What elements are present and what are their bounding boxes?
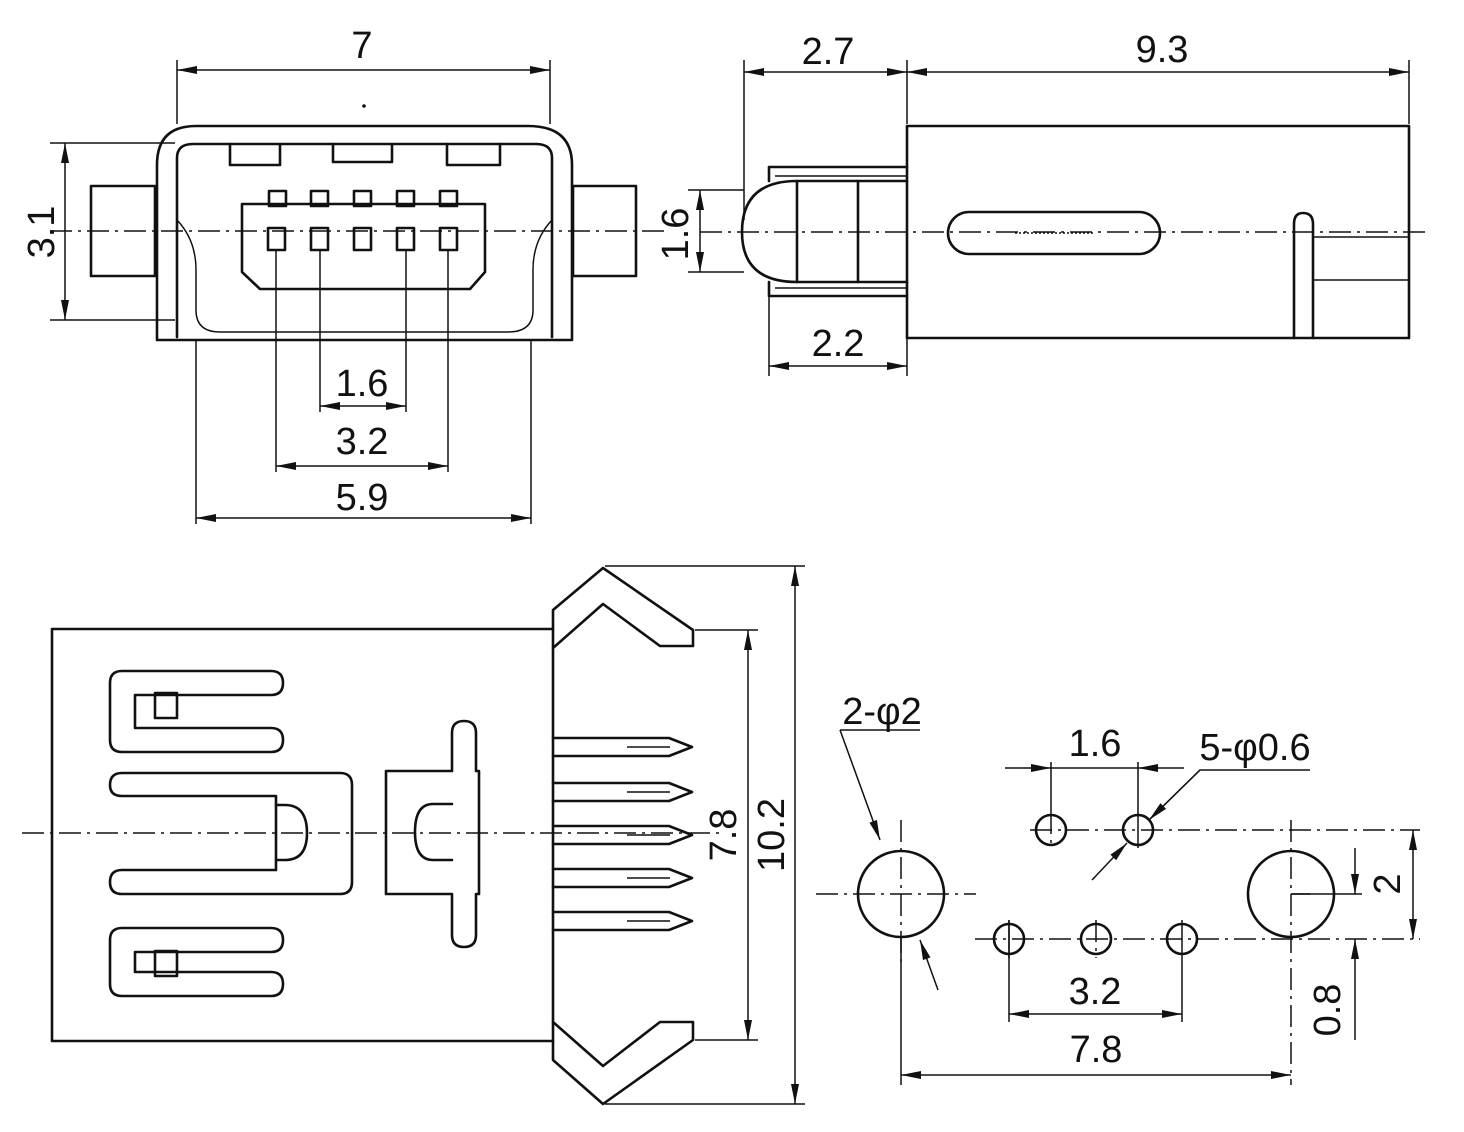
top-view: 7.8 10.2 [22,565,805,1106]
pitch-label: 1.6 [1069,723,1122,765]
edge-offset-label: 0.8 [1307,984,1349,1037]
dim-front-label: 2.7 [802,31,855,73]
mount-holes-label: 2-φ2 [842,691,922,733]
dim-outer-label: 10.2 [751,798,793,872]
hole-span-label: 7.8 [1070,1029,1123,1071]
dim-outer-pins-label: 3.2 [336,421,389,463]
pin-span-label: 3.2 [1069,971,1122,1013]
dim-pins-label: 2.2 [812,323,865,365]
dim-height-label: 3.1 [21,206,63,259]
dim-pitch-label: 1.6 [336,363,389,405]
pcb-layout: 2-φ2 1.6 5-φ0.6 3.2 7.8 2 0.8 [816,691,1420,1085]
side-view: 2.7 9.3 1.6 2.2 [655,29,1430,376]
pin-holes-label: 5-φ0.6 [1199,727,1310,769]
dim-inner-label: 7.8 [703,809,745,862]
dim-body-label: 9.3 [1136,29,1189,71]
dim-shell-label: 5.9 [336,477,389,519]
dim-plug-height-label: 1.6 [655,208,697,261]
front-view: 7 3.1 1.6 3.2 5.9 [21,25,665,524]
dim-width-label: 7 [351,25,372,67]
row-offset-label: 2 [1367,873,1409,894]
